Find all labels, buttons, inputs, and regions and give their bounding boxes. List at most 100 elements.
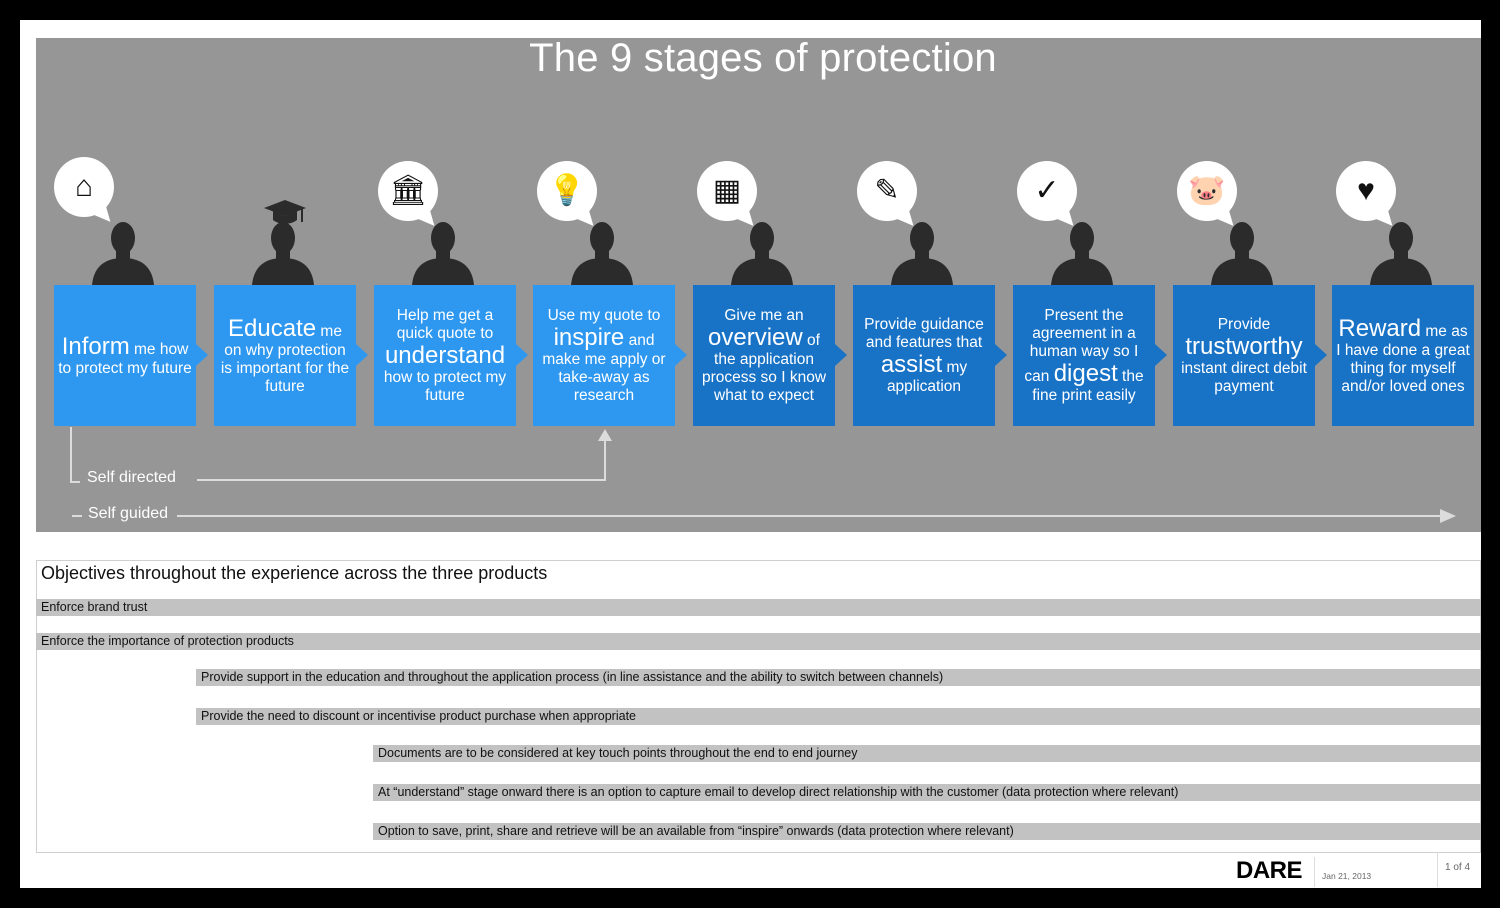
pencil-icon: ✎	[874, 174, 900, 207]
stage-text: Help me get a quick quote to understand …	[378, 307, 512, 405]
stage-text-post: the fine print easily	[1032, 367, 1144, 404]
stage-chevron	[196, 344, 208, 366]
stage-chevron	[356, 344, 368, 366]
footer-date: Jan 21, 2013	[1322, 871, 1372, 881]
stage-text: Reward me as I have done a great thing f…	[1336, 314, 1470, 396]
self-directed-line-vertical	[70, 427, 72, 483]
self-guided-line-stub	[72, 515, 82, 517]
speech-bubble: 💡	[537, 161, 597, 221]
stage-box-9: Reward me as I have done a great thing f…	[1332, 285, 1474, 426]
objectives-title: Objectives throughout the experience acr…	[41, 563, 548, 583]
person-silhouette	[729, 222, 795, 285]
page-title: The 9 stages of protection	[529, 36, 997, 80]
stage-text: Provide trustworthy instant direct debit…	[1177, 316, 1311, 396]
stage-box-5: Give me an overview of the application p…	[693, 285, 835, 426]
stage-text: Provide guidance and features that assis…	[857, 316, 991, 396]
self-guided-line	[177, 515, 1442, 517]
stage-text-post: my application	[886, 358, 968, 395]
house-icon: ⌂	[74, 170, 94, 203]
self-directed-line-stub	[70, 481, 80, 483]
stage-box-2: Educate me on why protection is importan…	[214, 285, 356, 426]
stage-text: Present the agreement in a human way so …	[1017, 307, 1151, 405]
speech-bubble: 🏛	[378, 161, 438, 221]
stage-text-pre: Use my quote to	[547, 306, 661, 324]
checkmark-icon: ✓	[1034, 174, 1060, 207]
objective-bar: Documents are to be considered at key to…	[373, 745, 1481, 762]
stage-text: Educate me on why protection is importan…	[218, 314, 352, 396]
speech-bubble: ▦	[697, 161, 757, 221]
stage-text-pre: Help me get a quick quote to	[396, 306, 494, 342]
stage-box-7: Present the agreement in a human way so …	[1013, 285, 1155, 426]
person-silhouette	[250, 222, 316, 285]
stage-text-post: me as I have done a great thing for myse…	[1336, 322, 1470, 395]
stage-keyword: digest	[1053, 359, 1118, 387]
stage-text: Inform me how to protect my future	[58, 332, 192, 378]
person-silhouette	[1368, 222, 1434, 285]
stage-box-8: Provide trustworthy instant direct debit…	[1173, 285, 1315, 426]
footer-divider	[1314, 857, 1315, 887]
stage-text-post: of the application process so I know wha…	[701, 331, 827, 404]
stage-box-4: Use my quote to inspire and make me appl…	[533, 285, 675, 426]
stage-keyword: inspire	[553, 323, 625, 351]
objective-bar: At “understand” stage onward there is an…	[373, 784, 1481, 801]
stage-chevron	[835, 344, 847, 366]
stage-chevron	[1315, 344, 1327, 366]
heart-icon: ♥	[1357, 174, 1375, 207]
stage-text-pre: Give me an	[724, 306, 804, 324]
stage-chevron	[995, 344, 1007, 366]
stage-keyword: trustworthy	[1185, 332, 1303, 360]
self-directed-arrowhead	[598, 429, 612, 441]
person-silhouette	[1209, 222, 1275, 285]
stage-keyword: Inform	[61, 332, 130, 360]
objective-bar: Enforce the importance of protection pro…	[36, 633, 1481, 650]
lightbulb-icon: 💡	[548, 174, 586, 207]
stage-keyword: understand	[384, 341, 506, 369]
bank-icon: 🏛	[388, 174, 428, 207]
person-silhouette	[889, 222, 955, 285]
stage-keyword: Reward	[1338, 314, 1422, 342]
objective-bar: Option to save, print, share and retriev…	[373, 823, 1481, 840]
speech-bubble: ⌂	[54, 157, 114, 217]
person-silhouette	[90, 222, 156, 285]
speech-bubble: 🐷	[1177, 161, 1237, 221]
speech-bubble: ♥	[1336, 161, 1396, 221]
stage-chevron	[675, 344, 687, 366]
stage-text-pre: Provide guidance and features that	[864, 315, 984, 351]
stage-chevron	[1155, 344, 1167, 366]
stage-text-post: me on why protection is important for th…	[220, 322, 350, 395]
stage-text-post: how to protect my future	[383, 368, 507, 404]
objective-bar: Provide the need to discount or incentiv…	[196, 708, 1481, 725]
person-silhouette	[569, 222, 635, 285]
stage-keyword: overview	[708, 323, 803, 351]
stage-box-1: Inform me how to protect my future	[54, 285, 196, 426]
self-directed-label: Self directed	[87, 469, 176, 486]
stage-box-6: Provide guidance and features that assis…	[853, 285, 995, 426]
calculator-icon: ▦	[712, 174, 742, 207]
stage-chevron	[516, 344, 528, 366]
objective-bar: Enforce brand trust	[36, 599, 1481, 616]
stage-keyword: assist	[880, 350, 943, 378]
footer-divider	[1437, 852, 1438, 887]
piggy-bank-icon: 🐷	[1188, 174, 1226, 207]
stage-text-post: and make me apply or take-away as resear…	[542, 331, 666, 404]
person-silhouette	[1049, 222, 1115, 285]
self-directed-line-horizontal	[197, 479, 606, 481]
stage-text: Use my quote to inspire and make me appl…	[537, 307, 671, 405]
person-silhouette	[410, 222, 476, 285]
stage-text-pre: Present the agreement in a human way so …	[1024, 306, 1139, 385]
self-guided-label: Self guided	[88, 505, 169, 522]
stage-text: Give me an overview of the application p…	[697, 307, 831, 405]
stage-keyword: Educate	[228, 314, 317, 342]
self-directed-line-up	[604, 440, 606, 481]
graduation-cap-icon	[262, 196, 308, 235]
speech-bubble: ✓	[1017, 161, 1077, 221]
stage-box-3: Help me get a quick quote to understand …	[374, 285, 516, 426]
self-guided-arrowhead	[1440, 509, 1456, 523]
dare-logo: DARE	[1236, 857, 1303, 884]
speech-bubble: ✎	[857, 161, 917, 221]
stage-text-pre: Provide	[1217, 315, 1271, 333]
stage-text-post: instant direct debit payment	[1181, 359, 1307, 395]
page-number: 1 of 4	[1445, 862, 1471, 873]
stage-text-post: me how to protect my future	[58, 340, 192, 377]
objective-bar: Provide support in the education and thr…	[196, 669, 1481, 686]
